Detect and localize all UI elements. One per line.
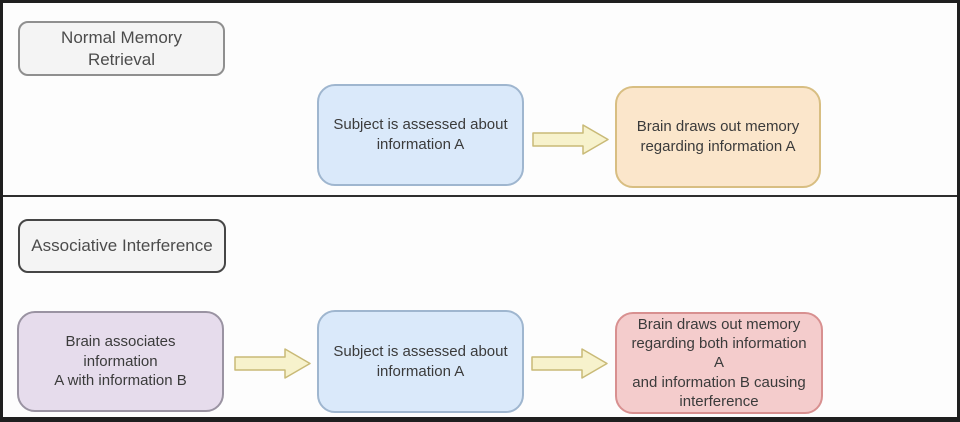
section-divider	[3, 195, 957, 197]
section-title-associative-interference: Associative Interference	[18, 219, 226, 273]
node-subject-assessed-bottom: Subject is assessed about information A	[317, 310, 524, 413]
node-brain-associates-a-b: Brain associates information A with info…	[17, 311, 224, 412]
arrow-right-icon	[234, 347, 312, 380]
node-subject-assessed-top: Subject is assessed about information A	[317, 84, 524, 186]
node-brain-draws-memory-a: Brain draws out memory regarding informa…	[615, 86, 821, 188]
section-title-normal-memory-retrieval: Normal Memory Retrieval	[18, 21, 225, 76]
arrow-right-icon	[532, 123, 610, 156]
node-brain-draws-memory-a-b-interference: Brain draws out memory regarding both in…	[615, 312, 823, 414]
arrow-right-icon	[531, 347, 609, 380]
